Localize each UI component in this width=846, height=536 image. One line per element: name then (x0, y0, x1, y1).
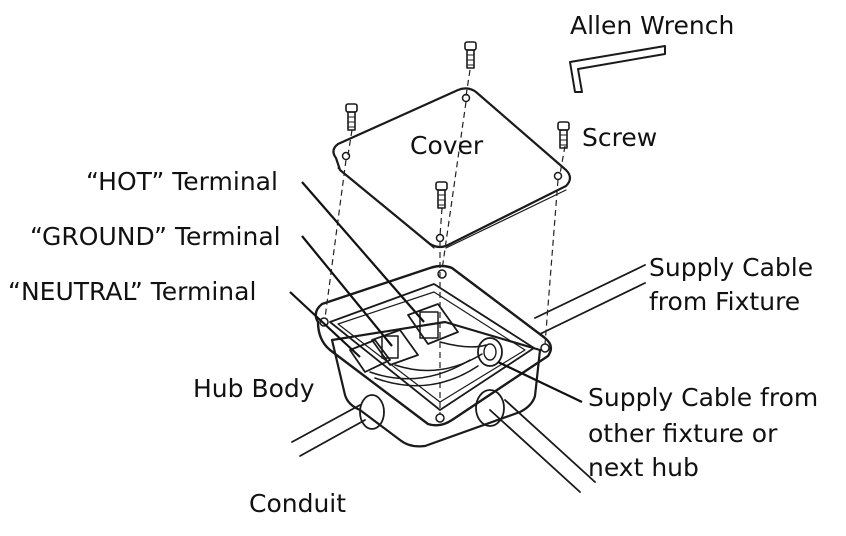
alignment-lines (324, 69, 566, 414)
screw-icon (464, 41, 477, 69)
screw-icon (345, 103, 358, 131)
label-ground-terminal: “GROUND” Terminal (30, 222, 281, 251)
screw-icon (557, 121, 570, 149)
allen-wrench-icon (569, 45, 666, 93)
conduit-pipes (291, 389, 596, 493)
label-screw: Screw (582, 123, 657, 152)
label-allen-wrench: Allen Wrench (570, 11, 734, 40)
label-supply-cable-fixture-1: Supply Cable (649, 253, 813, 282)
screw-icon (435, 181, 448, 209)
label-conduit: Conduit (249, 489, 346, 518)
label-hub-body: Hub Body (193, 374, 315, 403)
label-neutral-terminal: “NEUTRAL” Terminal (8, 277, 256, 306)
label-cover: Cover (410, 131, 484, 160)
leader-lines (289, 181, 583, 403)
label-supply-cable-fixture-2: from Fixture (649, 287, 800, 316)
terminal-blocks (349, 303, 503, 387)
cover (332, 87, 572, 249)
hub-body (314, 264, 553, 448)
supply-cable-fixture (534, 264, 646, 335)
label-hot-terminal: “HOT” Terminal (86, 167, 278, 196)
label-supply-cable-other-1: Supply Cable from (588, 383, 818, 412)
label-supply-cable-other-2: other fixture or (588, 419, 778, 448)
label-supply-cable-other-3: next hub (588, 453, 699, 482)
